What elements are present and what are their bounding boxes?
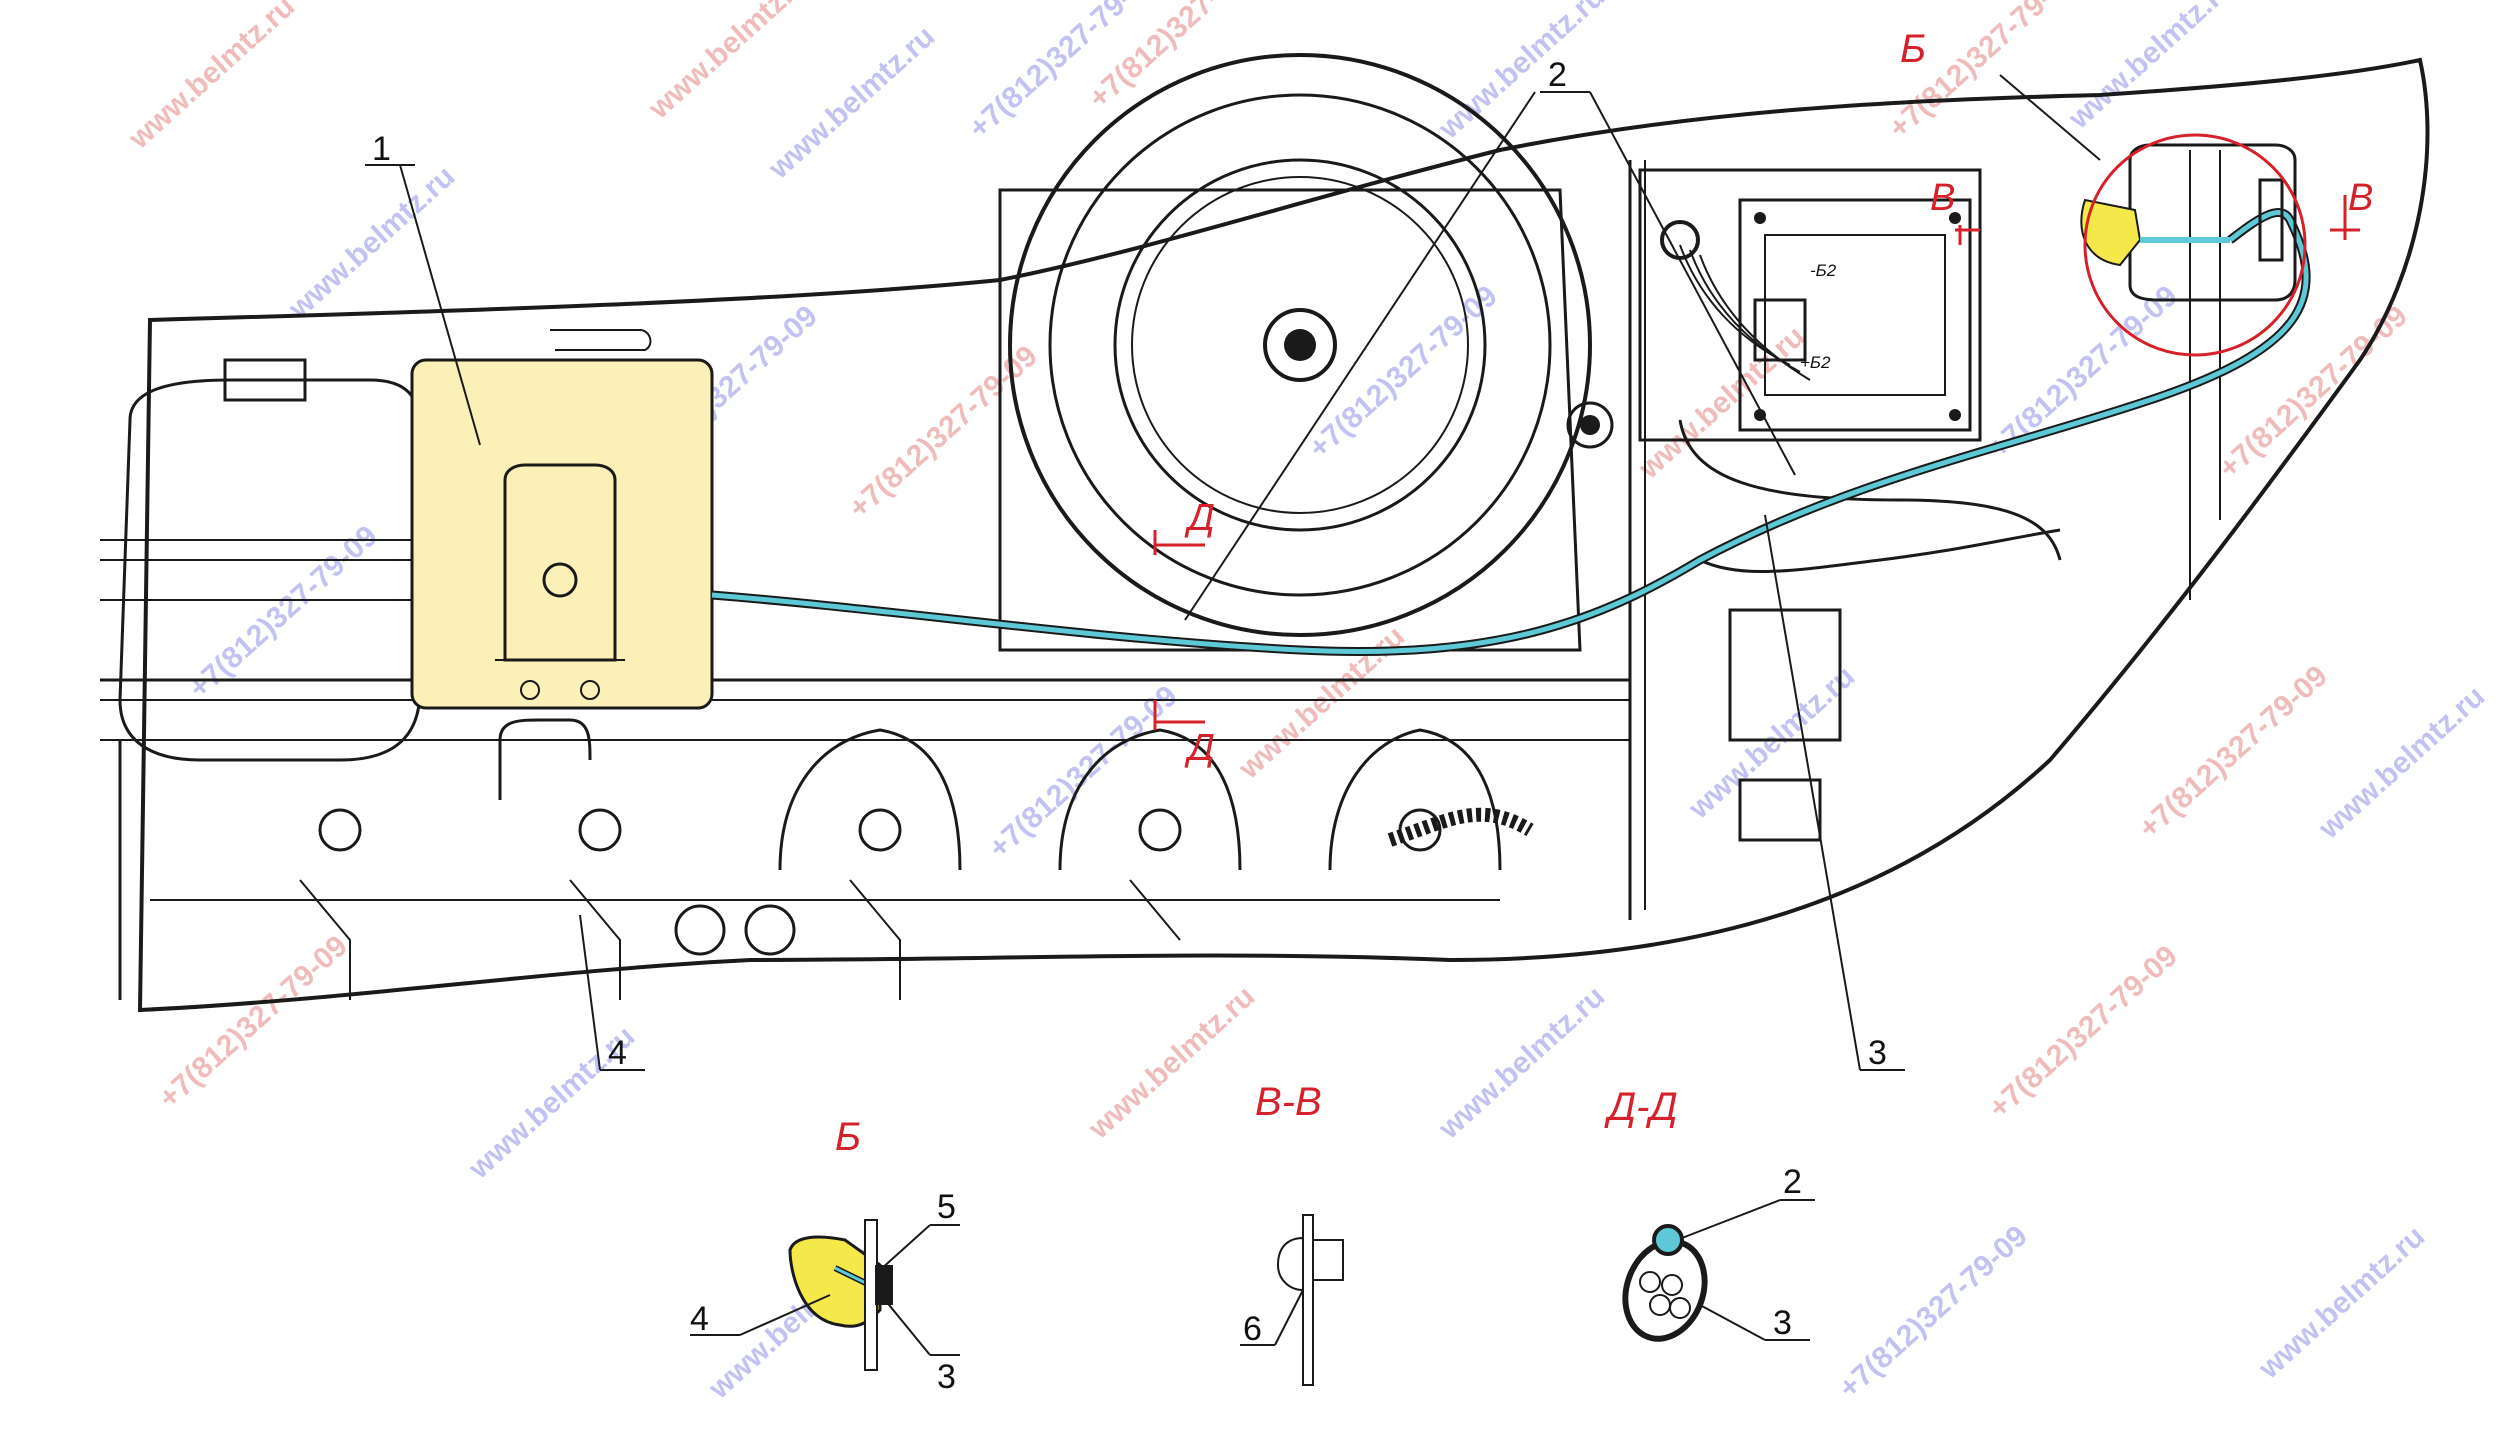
detail-dd-callout-2: 2	[1783, 1163, 1802, 1201]
detail-b-callout-3: 3	[937, 1358, 956, 1396]
detail-title-vv: В-В	[1255, 1080, 1322, 1124]
watermark-site: www.belmtz.ru	[642, 0, 821, 126]
callout-numbers: 1 2 3 4	[372, 56, 1887, 1072]
detail-b-marker-circle	[2083, 133, 2307, 357]
watermark-site: www.belmtz.ru	[1632, 320, 1811, 486]
leader-lines	[365, 91, 1905, 1071]
watermark-site: www.belmtz.ru	[2312, 680, 2491, 846]
callout-3: 3	[1868, 1034, 1887, 1072]
corrugated-hose	[1387, 807, 1534, 847]
watermark-phone: +7(812)327-79-09	[843, 339, 1044, 525]
watermark-phone: +7(812)327-79-09	[1303, 279, 1504, 465]
callout-2: 2	[1548, 56, 1567, 94]
callout-1: 1	[372, 130, 391, 168]
detail-dd-section: 2 3	[1622, 1163, 1815, 1342]
wiring-harness	[1678, 244, 2062, 842]
washer-jet-assembly	[1999, 74, 2307, 357]
watermark-site: www.belmtz.ru	[762, 20, 941, 186]
watermark-phone: +7(812)327-79-09	[1983, 279, 2184, 465]
watermark-phone: +7(812)327-79-09	[153, 929, 354, 1115]
detail-b-callout-4: 4	[690, 1300, 709, 1338]
washer-reservoir	[410, 329, 714, 710]
relay-label-plus: +Б2	[1800, 353, 1831, 372]
watermark-phone: +7(812)327-79-09	[1833, 1219, 2034, 1405]
watermark-site: www.belmtz.ru	[2252, 1220, 2431, 1386]
detail-vv-section: 6	[1240, 1214, 1344, 1386]
watermark-site: www.belmtz.ru	[1432, 0, 1611, 146]
detail-vv-callout-6: 6	[1243, 1310, 1262, 1348]
washer-hose	[711, 208, 2311, 657]
detail-title-dd: Д-Д	[1604, 1085, 1678, 1129]
detail-titles: Б В-В Д-Д	[835, 1080, 1678, 1159]
watermark-site: www.belmtz.ru	[1682, 660, 1861, 826]
detail-b-callout-5: 5	[937, 1188, 956, 1226]
section-mark-d-top: Д	[1184, 497, 1215, 539]
watermark-site: www.belmtz.ru	[2062, 0, 2241, 136]
section-mark-v-left: В	[1930, 177, 1955, 219]
relay-label-minus: -Б2	[1810, 261, 1837, 280]
watermark-site: www.belmtz.ru	[1432, 980, 1611, 1146]
section-mark-v-right: В	[2348, 177, 2373, 219]
relay-block: -Б2 +Б2	[1638, 168, 1982, 442]
watermark-phone: +7(812)327-79-09	[2213, 299, 2414, 485]
watermark-phone: +7(812)327-79-09	[183, 519, 384, 705]
section-mark-b: Б	[1900, 27, 1926, 71]
detail-dd-callout-3: 3	[1773, 1304, 1792, 1342]
section-mark-d-bottom: Д	[1184, 727, 1215, 769]
tractor-body-outline	[100, 57, 2430, 1013]
detail-b-jet: 4 5 3	[690, 1188, 960, 1396]
engine-cylinders	[299, 718, 1502, 1000]
watermark-phone: +7(812)327-79-09	[1983, 939, 2184, 1125]
fan-housing	[998, 53, 1614, 652]
callout-4: 4	[608, 1034, 627, 1072]
watermark-phone: +7(812)327-79-09	[2133, 659, 2334, 845]
detail-title-b: Б	[835, 1115, 861, 1159]
section-marks: Б В В Д Д	[1153, 27, 2373, 769]
watermark-site: www.belmtz.ru	[282, 160, 461, 326]
watermark-site: www.belmtz.ru	[1082, 980, 1261, 1146]
watermark-site: www.belmtz.ru	[122, 0, 301, 156]
watermark-phone: +7(812)327-79-09	[1883, 0, 2084, 145]
